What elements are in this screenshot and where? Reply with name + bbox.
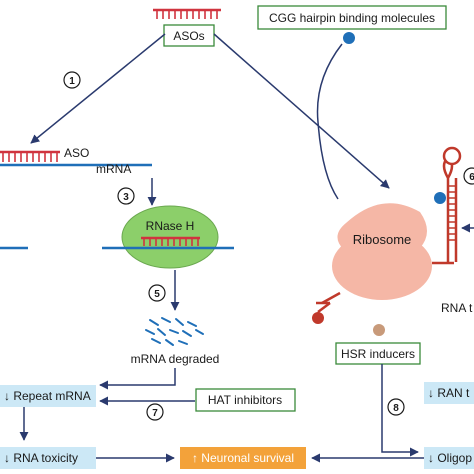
svg-text:8: 8 <box>393 403 399 414</box>
rna-toxicity-label: ↓ RNA toxicity <box>4 451 78 465</box>
cgg-molecule-ball <box>343 32 355 44</box>
mrna-fragments <box>145 317 204 346</box>
asos-box: ASOs <box>163 24 215 47</box>
cgg-hairpin-box: CGG hairpin binding molecules <box>257 5 447 30</box>
step-1-marker: 1 <box>63 71 81 89</box>
aso-label: ASO <box>64 146 89 160</box>
rnase-h-label: RNase H <box>146 219 195 233</box>
arrow-degraded-to-repeat <box>99 368 176 390</box>
arrow-asos-to-ribosome <box>213 33 390 189</box>
ran-t-label: ↓ RAN t <box>428 386 470 400</box>
step-3-marker: 3 <box>117 187 135 205</box>
asos-label: ASOs <box>173 29 204 43</box>
rna-toxicity-box: ↓ RNA toxicity <box>0 447 96 469</box>
arrow-asos-to-aso <box>30 33 166 144</box>
hsr-inducers-label: HSR inducers <box>341 347 415 361</box>
step-6-marker: 6 <box>463 167 474 185</box>
svg-text:5: 5 <box>154 289 160 300</box>
hat-inhibitors-label: HAT inhibitors <box>208 393 282 407</box>
rna-hairpin <box>434 146 462 262</box>
nascent-chain <box>321 291 341 305</box>
step-8-marker: 8 <box>387 398 405 416</box>
step-5-marker: 5 <box>148 284 166 302</box>
mrna-cap <box>312 312 324 324</box>
repeat-mrna-label: ↓ Repeat mRNA <box>4 389 91 403</box>
oligop-box: ↓ Oligop <box>424 447 474 469</box>
svg-text:3: 3 <box>123 192 129 203</box>
hsr-inducer-ball <box>373 324 385 336</box>
mrna-label: mRNA <box>96 162 131 176</box>
svg-text:6: 6 <box>469 172 474 183</box>
rna-t-label: RNA t <box>441 301 473 315</box>
neuronal-survival-label: ↑ Neuronal survival <box>192 451 294 465</box>
aso-mrna-duplex <box>0 150 152 167</box>
hsr-inducers-box: HSR inducers <box>335 342 421 365</box>
ribosome: Ribosome <box>316 203 454 305</box>
ribosome-label: Ribosome <box>353 232 412 247</box>
svg-text:7: 7 <box>152 408 158 419</box>
arrow-hsr-to-oligop <box>381 364 419 457</box>
neuronal-survival-box: ↑ Neuronal survival <box>180 447 306 469</box>
bound-molecule-ball <box>434 192 446 204</box>
aso-strand-top <box>153 8 221 19</box>
cap-link <box>317 302 331 313</box>
rnase-h-enzyme: RNase H <box>102 205 234 269</box>
step-7-marker: 7 <box>146 403 164 421</box>
cgg-hairpin-label: CGG hairpin binding molecules <box>269 11 435 25</box>
arrow-cgg-to-ribosome <box>316 43 343 200</box>
repeat-mrna-box: ↓ Repeat mRNA <box>0 385 96 407</box>
oligop-label: ↓ Oligop <box>428 451 472 465</box>
ran-t-box: ↓ RAN t <box>424 382 474 404</box>
svg-text:1: 1 <box>69 76 75 87</box>
hat-inhibitors-box: HAT inhibitors <box>195 388 296 412</box>
mrna-degraded-label: mRNA degraded <box>131 352 220 366</box>
